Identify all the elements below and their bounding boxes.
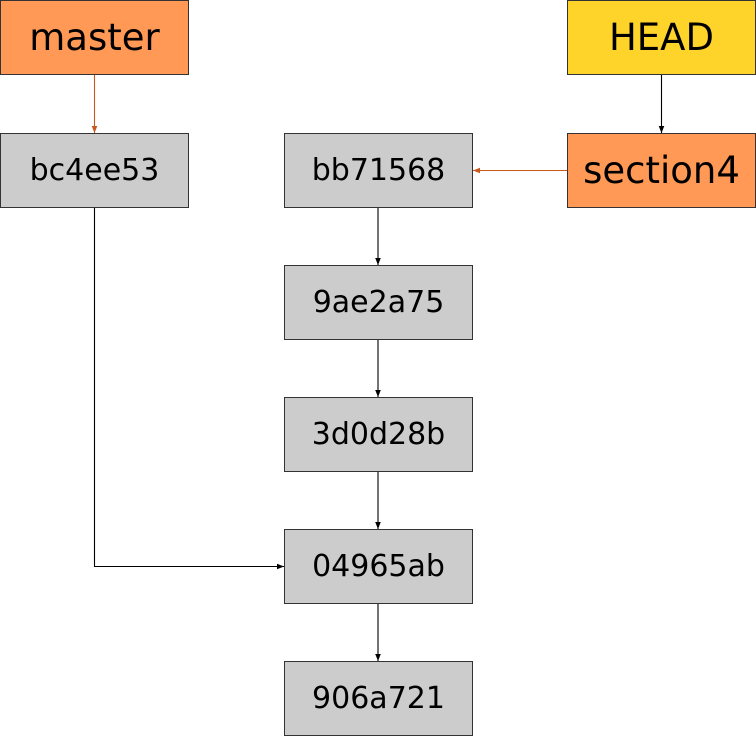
- head-pointer: HEAD: [567, 0, 756, 75]
- branch-master: master: [0, 0, 189, 75]
- commit-906a721: 906a721: [284, 661, 473, 736]
- edge-bc4ee53-to-04965ab: [93, 208, 284, 570]
- branch-section4: section4: [567, 133, 756, 208]
- commit-3d0d28b: 3d0d28b: [284, 397, 473, 472]
- commit-bc4ee53: bc4ee53: [0, 133, 189, 208]
- commit-04965ab: 04965ab: [284, 529, 473, 604]
- commit-bb71568: bb71568: [284, 133, 473, 208]
- commit-9ae2a75: 9ae2a75: [284, 265, 473, 340]
